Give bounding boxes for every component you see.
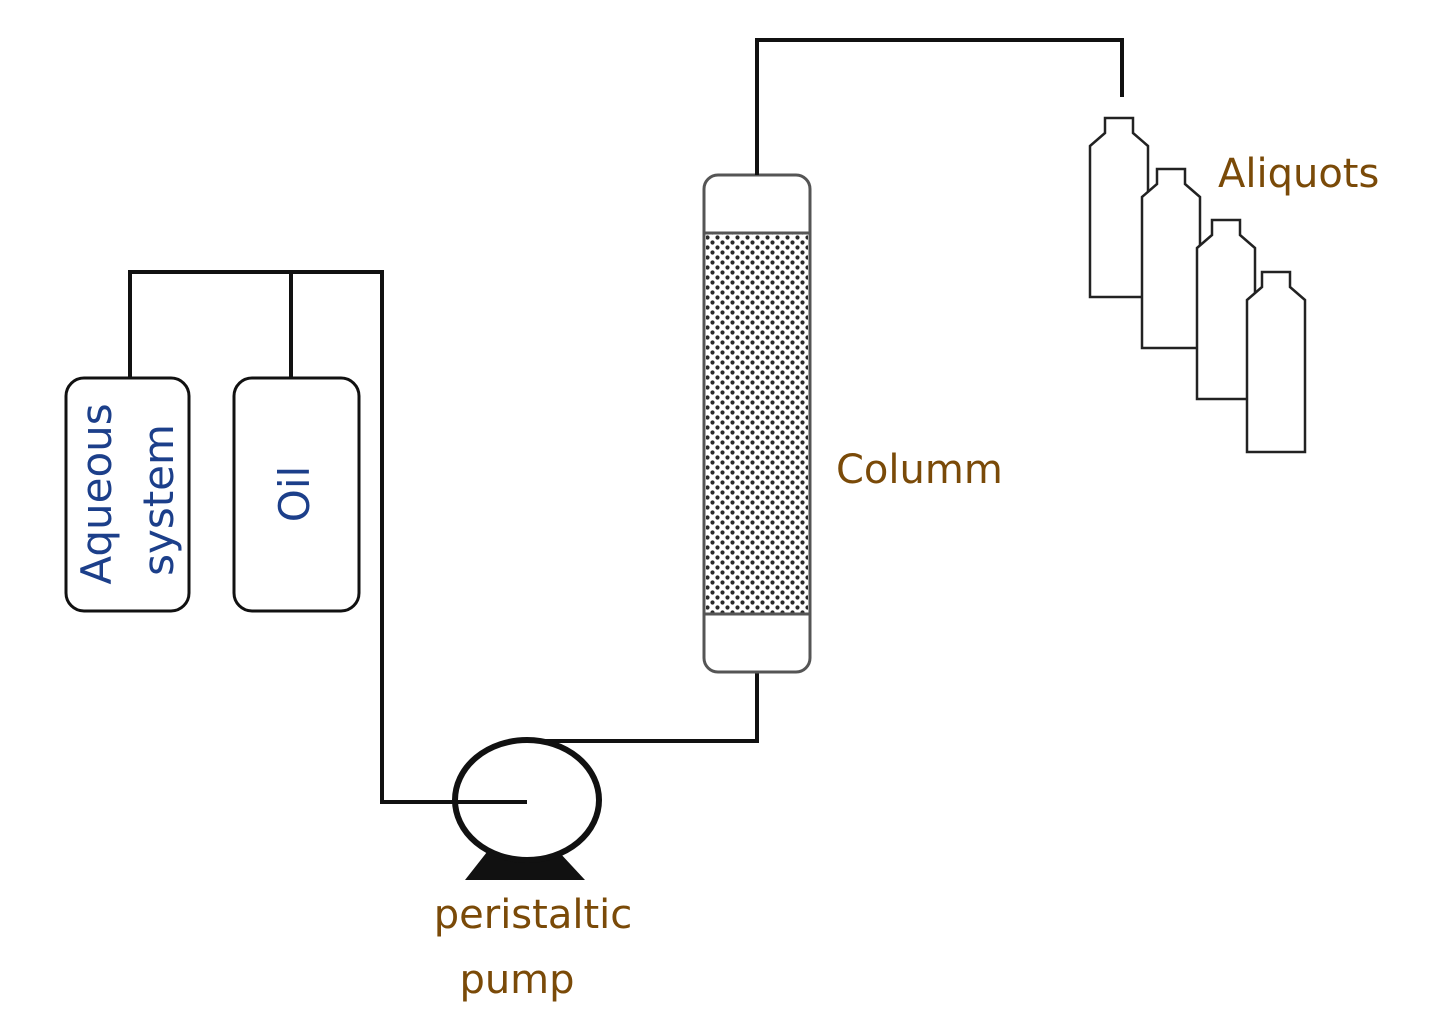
pump-label-line2: pump <box>459 957 574 1003</box>
column-to-aliquots-tubing <box>755 38 1124 175</box>
column-label: Columm <box>836 447 1003 493</box>
aqueous-reservoir <box>64 376 191 613</box>
pump-label-line1: peristaltic <box>434 892 633 938</box>
aliquots-label: Aliquots <box>1218 151 1379 197</box>
column-packing <box>706 233 808 614</box>
aliquot-bottle <box>1140 167 1202 350</box>
aliquot-bottle <box>1088 116 1150 299</box>
packed-column <box>702 173 812 674</box>
oil-label: Oil <box>270 466 319 522</box>
aqueous-label-line2: system <box>134 424 183 576</box>
peristaltic-pump-icon <box>452 737 602 880</box>
aliquot-bottle <box>1245 270 1307 454</box>
inlet-tubing <box>128 270 527 804</box>
oil-reservoir <box>232 376 361 613</box>
pump-to-column-tubing <box>527 672 759 743</box>
aqueous-label-line1: Aqueous <box>72 403 121 584</box>
